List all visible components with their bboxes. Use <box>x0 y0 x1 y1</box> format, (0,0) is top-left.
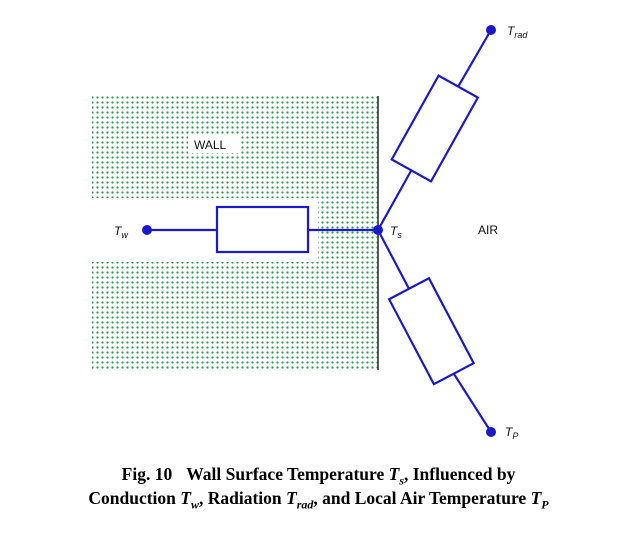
figure-caption: Fig. 10 Wall Surface Temperature Ts, Infl… <box>0 462 637 511</box>
air-label: AIR <box>478 223 498 237</box>
caption-symbol-tp-base: T <box>530 488 542 508</box>
radiation-resistor <box>390 74 480 183</box>
caption-line-2: Conduction Tw, Radiation Trad, and Local… <box>0 486 637 511</box>
wall-surface-diagram: WALL AIR Tw Ts Trad TP <box>92 24 528 441</box>
node-label-tw-sub: w <box>121 230 128 240</box>
caption-symbol-tw-base: T <box>180 488 191 508</box>
caption-line-1: Fig. 10 Wall Surface Temperature Ts, Infl… <box>0 462 637 487</box>
node-label-tp-sub: P <box>512 431 518 441</box>
node-label-tp: TP <box>505 425 518 441</box>
node-label-trad: Trad <box>507 24 528 40</box>
caption-symbol-tw: Tw <box>180 488 199 511</box>
caption-symbol-ts-sub: s <box>399 473 404 488</box>
caption-symbol-tw-sub: w <box>190 497 199 512</box>
convection-wire-upper <box>377 229 410 290</box>
wall-region <box>92 96 378 370</box>
node-label-tp-base: T <box>505 425 514 439</box>
wall-label: WALL <box>194 138 227 152</box>
caption-symbol-ts-base: T <box>388 464 400 484</box>
caption-symbol-trad-sub: rad <box>296 497 314 512</box>
node-label-trad-sub: rad <box>514 30 528 40</box>
conduction-resistor <box>215 205 310 254</box>
node-label-trad-base: T <box>507 24 516 38</box>
wall-label-background <box>188 135 240 153</box>
caption-text-4: , Radiation <box>199 488 287 508</box>
caption-symbol-trad: Trad <box>286 488 313 511</box>
caption-symbol-ts: Ts <box>388 464 404 487</box>
convection-wire-lower <box>452 373 492 433</box>
caption-symbol-tp: TP <box>530 488 549 511</box>
convection-resistor <box>387 276 476 386</box>
node-label-ts-base: T <box>390 224 399 238</box>
node-tp <box>486 427 496 437</box>
radiation-wire-upper <box>457 29 492 88</box>
node-ts <box>373 225 383 235</box>
caption-symbol-tp-sub: P <box>541 497 549 512</box>
radiation-wire-lower <box>377 169 413 231</box>
node-label-ts-sub: s <box>397 230 402 240</box>
node-tw <box>142 225 152 235</box>
caption-text-5: , and Local Air Temperature <box>313 488 531 508</box>
node-trad <box>486 25 496 35</box>
caption-text-1: Wall Surface Temperature <box>186 464 389 484</box>
caption-symbol-trad-base: T <box>286 488 297 508</box>
node-label-tw: Tw <box>114 224 128 240</box>
caption-fig-label: Fig. 10 <box>121 464 173 484</box>
node-label-ts: Ts <box>390 224 402 240</box>
caption-text-3: Conduction <box>88 488 181 508</box>
node-label-tw-base: T <box>114 224 123 238</box>
caption-text-2: , Influenced by <box>403 464 516 484</box>
